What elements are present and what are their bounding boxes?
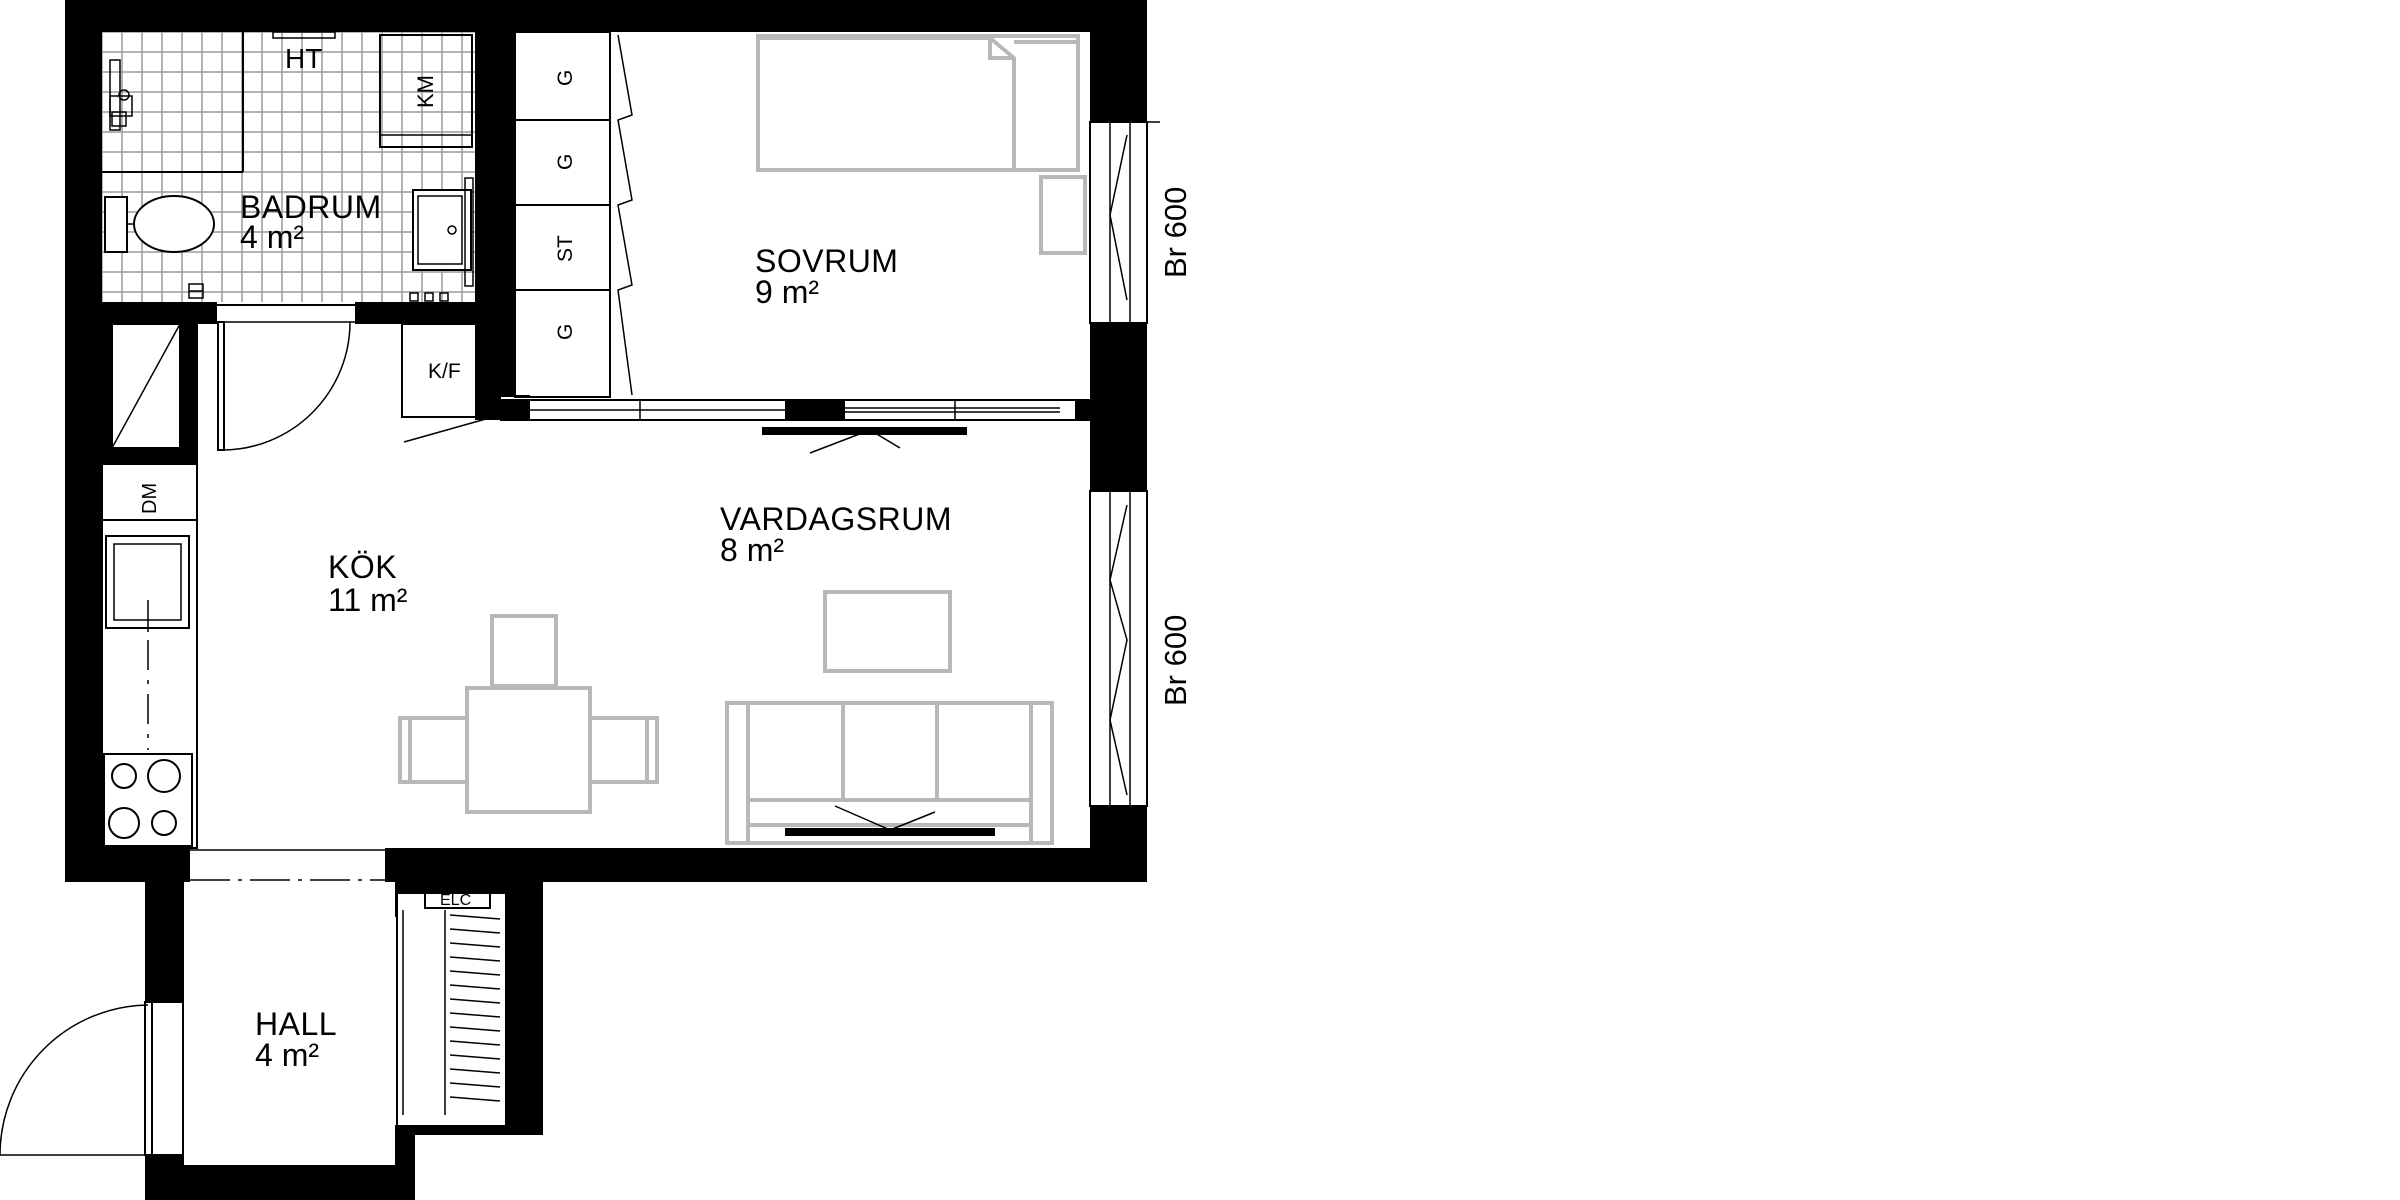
kf-label: K/F — [428, 360, 461, 383]
sovrum-area: 9 m² — [755, 274, 819, 310]
hanger-line — [449, 1012, 501, 1018]
living-window — [1089, 490, 1148, 807]
kitchen-counter: DM — [101, 463, 198, 849]
windows: Br 600 Br 600 — [1089, 121, 1193, 807]
kitchen-sink-icon — [105, 535, 190, 632]
dining-table-icon — [398, 614, 659, 814]
closet-left — [111, 323, 181, 449]
wardrobe-label-4: G — [554, 324, 577, 340]
shower-mixer-icon — [109, 59, 133, 131]
fridge: K/F — [401, 323, 501, 443]
hanger-line — [449, 956, 501, 962]
tv-icon-top — [762, 427, 967, 454]
hanger-line — [449, 942, 501, 948]
bedroom-window — [1089, 121, 1160, 324]
tv-icon — [785, 805, 995, 836]
dm-label: DM — [139, 483, 161, 514]
coffee-table-icon — [823, 590, 952, 673]
sofa-icon — [725, 701, 1054, 845]
elc-label: ELC — [440, 892, 471, 909]
hanger-line — [449, 1068, 501, 1074]
wardrobes: G G ST G — [514, 31, 633, 398]
hall: ELC HALL 4 m² — [182, 882, 505, 1165]
sovrum-name: SOVRUM — [755, 243, 898, 279]
hanger-line — [449, 1054, 501, 1060]
hanger-line — [449, 984, 501, 990]
stove-icon — [103, 753, 193, 847]
doors — [0, 302, 385, 1156]
badrum-name: BADRUM — [240, 189, 382, 225]
sink-icon — [412, 177, 474, 287]
hall-area: 4 m² — [255, 1037, 319, 1073]
hanger-line — [449, 1040, 501, 1046]
sliding-partition — [500, 397, 1090, 423]
vardagsrum-area: 8 m² — [720, 532, 784, 568]
bedroom: G G ST G SOVRUM 9 m² — [514, 31, 1087, 398]
hanger-line — [449, 998, 501, 1004]
badrum-area: 4 m² — [240, 219, 304, 255]
hanger-line — [449, 1096, 501, 1102]
hall-name: HALL — [255, 1006, 337, 1042]
hanger-line — [449, 970, 501, 976]
wardrobe-label-1: G — [554, 70, 577, 86]
ht-label: HT — [285, 43, 322, 74]
km-label: KM — [413, 75, 438, 108]
kok-area: 11 m² — [328, 582, 408, 618]
vardagsrum-name: VARDAGSRUM — [720, 501, 952, 537]
hanger-line — [449, 1026, 501, 1032]
toilet-icon — [104, 195, 215, 253]
living-window-label: Br 600 — [1158, 615, 1193, 706]
kok-name: KÖK — [328, 549, 397, 585]
bed-icon — [756, 34, 1087, 255]
floor-drain-icon — [188, 283, 204, 299]
hall-wardrobe: ELC — [396, 889, 505, 1125]
hanger-line — [449, 1082, 501, 1088]
hanger-line — [449, 928, 501, 934]
hanger-line — [449, 914, 501, 920]
bathroom-fixtures: HT KM — [102, 31, 474, 302]
wardrobe-label-3: ST — [554, 235, 577, 262]
living-room: VARDAGSRUM 8 m² — [720, 427, 1054, 845]
bedroom-window-label: Br 600 — [1158, 187, 1193, 278]
wardrobe-label-2: G — [554, 154, 577, 170]
